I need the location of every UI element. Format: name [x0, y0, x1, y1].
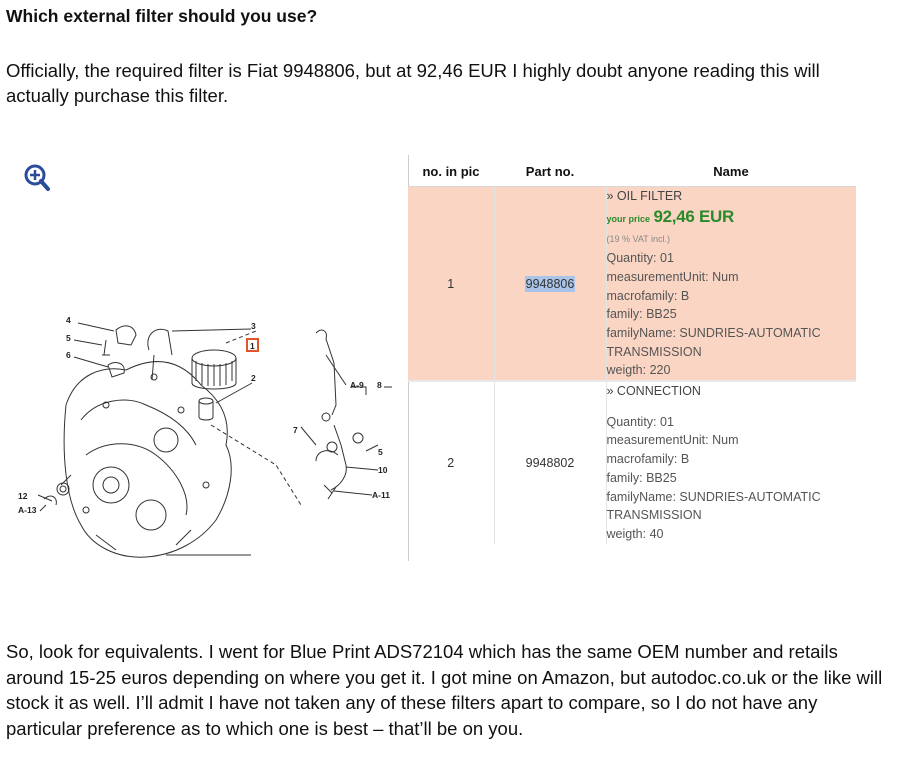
callout-label: 12: [18, 491, 28, 501]
part-number-link[interactable]: 9948802: [494, 380, 607, 544]
callout-label: 8: [377, 380, 382, 390]
part-details: » OIL FILTER your price 92,46 EUR (19 % …: [606, 186, 857, 382]
family-name-text: familyName: SUNDRIES-AUTOMATIC: [606, 325, 821, 340]
parts-table: no. in pic Part no. Name 1 9948806 » OIL…: [408, 156, 856, 544]
part-title-link[interactable]: » OIL FILTER: [606, 189, 683, 203]
weight-text: weigth: 220: [606, 363, 671, 378]
column-header-name[interactable]: Name: [606, 156, 856, 187]
price-line: your price 92,46 EUR: [606, 206, 857, 229]
part-number-cell: 9948806: [494, 186, 607, 382]
callout-label: A-13: [18, 505, 37, 515]
vat-note: (19 % VAT incl.): [606, 234, 671, 245]
callout-label: A-9: [350, 380, 364, 390]
table-row[interactable]: 2 9948802 » CONNECTION Quantity: 01 meas…: [408, 380, 856, 544]
intro-paragraph: Officially, the required filter is Fiat …: [6, 60, 820, 106]
family-name-text-cont: TRANSMISSION: [606, 508, 702, 523]
callout-label: 3: [251, 321, 256, 331]
callout-label: 5: [66, 333, 71, 343]
quantity-text: Quantity: 01: [606, 414, 674, 429]
parts-diagram: 1 3 2 4 5 6 A-9 8 7 5 10 A-11 12 A-13: [16, 155, 409, 561]
callout-label: 4: [66, 315, 71, 325]
section-heading: Which external filter should you use?: [6, 6, 318, 26]
row-number: 2: [408, 380, 495, 544]
weight-text: weigth: 40: [606, 526, 664, 541]
exploded-view-drawing: 1 3 2 4 5 6 A-9 8 7 5 10 A-11 12 A-13: [18, 315, 392, 558]
column-header-number[interactable]: no. in pic: [408, 156, 494, 187]
macrofamily-text: macrofamily: B: [606, 288, 690, 303]
callout-label: 1: [250, 341, 255, 351]
callout-label: 5: [378, 447, 383, 457]
highlighted-callout-box[interactable]: [246, 338, 259, 352]
family-name-text: familyName: SUNDRIES-AUTOMATIC: [606, 489, 821, 504]
table-header-row: no. in pic Part no. Name: [408, 156, 856, 187]
callout-label: 7: [293, 425, 298, 435]
callout-label: 6: [66, 350, 71, 360]
family-text: family: BB25: [606, 470, 677, 485]
unit-text: measurementUnit: Num: [606, 433, 739, 448]
conclusion-paragraph: So, look for equivalents. I went for Blu…: [6, 641, 883, 739]
price-label: your price: [606, 213, 651, 224]
price-value: 92,46 EUR: [653, 206, 735, 226]
table-row[interactable]: 1 9948806 » OIL FILTER your price 92,46 …: [408, 186, 857, 382]
macrofamily-text: macrofamily: B: [606, 452, 690, 467]
callout-label: 2: [251, 373, 256, 383]
family-name-text-cont: TRANSMISSION: [606, 344, 702, 359]
family-text: family: BB25: [606, 307, 677, 322]
callout-label: 10: [378, 465, 388, 475]
part-details: » CONNECTION Quantity: 01 measurementUni…: [606, 380, 856, 544]
zoom-in-icon[interactable]: [22, 163, 52, 193]
quantity-text: Quantity: 01: [606, 251, 674, 266]
column-header-part[interactable]: Part no.: [494, 156, 606, 187]
part-title-link[interactable]: » CONNECTION: [606, 384, 701, 399]
row-number: 1: [408, 186, 495, 382]
part-number-link[interactable]: 9948806: [524, 275, 576, 292]
callout-label: A-11: [372, 490, 390, 500]
unit-text: measurementUnit: Num: [606, 269, 739, 284]
